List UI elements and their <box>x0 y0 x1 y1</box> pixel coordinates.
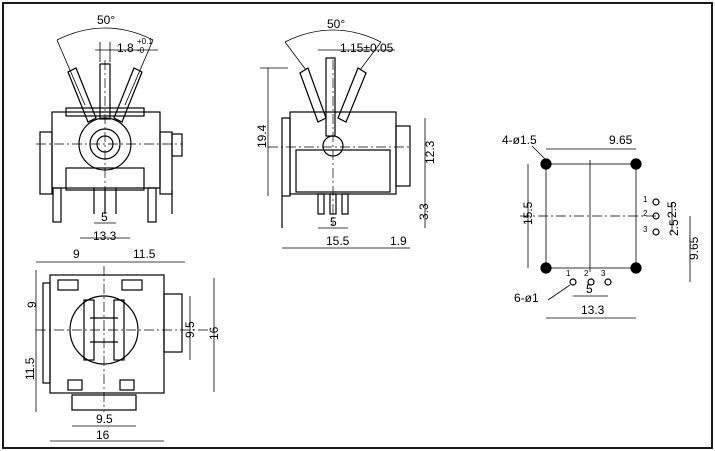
side-angle-label: 50° <box>327 17 345 31</box>
footprint-pin-pitch: 5 <box>586 282 593 296</box>
footprint-hole-spacing-y: 15.5 <box>521 201 535 225</box>
front-pin-pitch: 5 <box>101 210 108 224</box>
footprint-hole-spacing-x: 9.65 <box>609 133 633 147</box>
top-height-bottom: 11.5 <box>23 357 37 380</box>
side-pin-length: 3.3 <box>417 203 431 220</box>
footprint-pin-offset: 9.65 <box>687 236 701 260</box>
footprint-pin-label-r1: 1 <box>643 195 648 204</box>
front-shaft-width: 1.8 <box>117 41 134 55</box>
top-inner-width: 9.5 <box>96 412 113 426</box>
front-angle-arc <box>56 27 154 41</box>
front-shaft-tol-top: +0.1 <box>137 37 153 46</box>
side-height-total: 19.4 <box>255 124 269 148</box>
footprint-pin-label-r2: 2 <box>643 209 648 218</box>
side-shaft-width: 1.15±0.05 <box>340 41 394 55</box>
side-pin-pitch: 5 <box>330 215 337 229</box>
top-outer-width: 16 <box>96 428 110 442</box>
top-width-right: 11.5 <box>133 247 156 261</box>
side-body-width: 15.5 <box>326 234 350 248</box>
front-view: 50° 1.8 +0.1 -0 5 13 <box>36 13 183 243</box>
side-angle-arc <box>284 29 382 43</box>
top-view: 9 11.5 9 11.5 9.5 16 9.5 16 <box>23 247 221 442</box>
footprint-pin-spacing-b: 2.5 <box>667 219 681 236</box>
side-view: 50° 1.15±0.05 19.4 12.3 3.3 5 15.5 1.9 <box>255 17 437 249</box>
top-width-left: 9 <box>73 247 80 261</box>
footprint-view: 4-ø1.5 9.65 15.5 1 2 3 2.5 2.5 9.65 1 2 … <box>502 133 701 319</box>
top-inner-height: 9.5 <box>183 321 197 338</box>
front-base-width: 13.3 <box>93 229 117 243</box>
footprint-pin-label-b1: 1 <box>566 269 571 278</box>
footprint-pin-span: 13.3 <box>581 303 605 317</box>
footprint-pin-holes: 6-ø1 <box>514 291 539 305</box>
front-angle-label: 50° <box>97 13 115 27</box>
footprint-pin-label-b3: 3 <box>601 269 606 278</box>
footprint-pin-label-b2: 2 <box>584 269 589 278</box>
footprint-pin-spacing-a: 2.5 <box>665 201 679 218</box>
top-outer-height: 16 <box>207 326 221 340</box>
footprint-pin-label-r3: 3 <box>643 225 648 234</box>
side-height-body: 12.3 <box>423 140 437 164</box>
side-offset: 1.9 <box>390 234 407 248</box>
top-height-top: 9 <box>25 301 39 308</box>
front-shaft-tol-bottom: -0 <box>137 46 145 55</box>
footprint-mount-holes: 4-ø1.5 <box>502 133 537 147</box>
